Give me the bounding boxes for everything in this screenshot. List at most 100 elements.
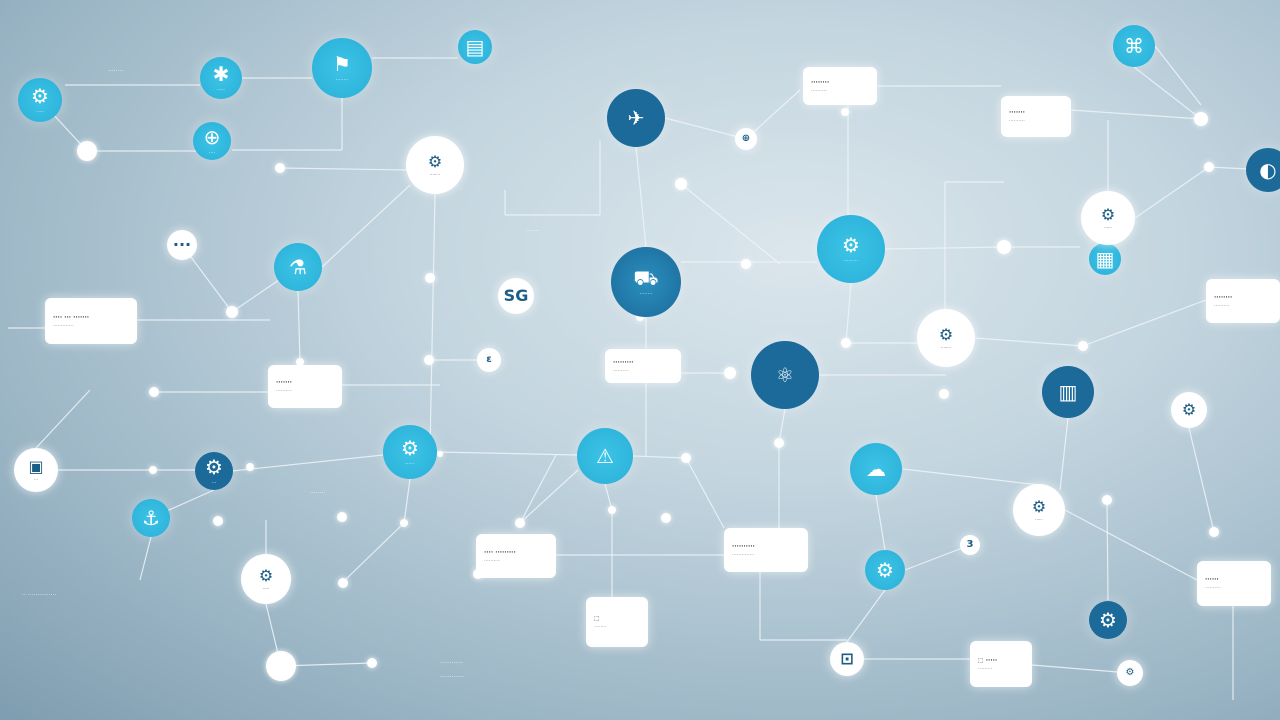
edge — [680, 183, 781, 265]
white-node[interactable]: ⚙······ — [1081, 191, 1135, 245]
white-node[interactable]: ⊕ — [735, 128, 757, 150]
node-icon: ▦ — [1095, 247, 1115, 271]
edge — [139, 536, 152, 581]
white-node[interactable]: ▣··· — [14, 448, 58, 492]
node-icon: ☁ — [866, 457, 886, 481]
network-node[interactable]: ☁ — [850, 443, 902, 495]
white-node[interactable]: ⚙······ — [1013, 484, 1065, 536]
network-node[interactable]: ⚓ — [132, 499, 170, 537]
node-icon: ⚙ — [1181, 400, 1197, 419]
floating-label: ········ — [310, 490, 326, 497]
node-icon: ⚙ — [427, 151, 443, 171]
node-icon: ⚙ — [1125, 667, 1135, 678]
network-node[interactable]: ⛟········ — [611, 247, 681, 317]
edge — [778, 408, 786, 444]
card-title: ⬚ ····· — [978, 656, 998, 664]
network-node[interactable]: ⚑········ — [312, 38, 372, 98]
node-label: ········ — [335, 76, 349, 83]
node-icon: ▥ — [1058, 380, 1078, 404]
edge — [845, 282, 852, 344]
network-node[interactable]: ⊕···· — [193, 122, 231, 160]
node-icon: ⊕ — [741, 133, 751, 144]
white-node[interactable]: ⚙····· — [241, 554, 291, 604]
info-card[interactable]: ················· — [268, 365, 342, 408]
edge — [875, 494, 886, 551]
card-title: ······ — [1205, 576, 1219, 583]
white-node[interactable]: ⚙ — [1171, 392, 1207, 428]
junction-dot — [841, 338, 851, 348]
network-node[interactable]: ⚙··· — [195, 452, 233, 490]
info-card[interactable]: ···· ··················· — [476, 534, 556, 578]
network-node[interactable]: ⚙ — [865, 550, 905, 590]
node-icon: ⊕ — [203, 124, 221, 149]
info-card[interactable]: ·················· — [1206, 279, 1280, 323]
info-card[interactable]: ⬚ ·············· — [970, 641, 1032, 687]
network-node[interactable]: ◐ — [1246, 148, 1280, 192]
node-icon: ⚙ — [258, 565, 274, 585]
node-icon: ⚓ — [142, 506, 160, 530]
network-node[interactable]: ✈ — [607, 89, 665, 147]
card-subtitle: ·············· — [732, 551, 755, 558]
node-icon: ⛟ — [633, 265, 659, 290]
network-node[interactable]: ⚠ — [577, 428, 633, 484]
node-label: ······ — [405, 460, 415, 467]
network-node[interactable]: ▦ — [1089, 243, 1121, 275]
node-icon: ⚙ — [938, 324, 954, 344]
junction-dot — [424, 355, 434, 365]
info-card[interactable]: ··················· — [605, 349, 681, 383]
info-card[interactable]: ························ — [724, 528, 808, 572]
node-icon: ⚙ — [1099, 608, 1117, 632]
info-card[interactable]: ·················· — [803, 67, 877, 105]
edge — [685, 457, 725, 529]
network-node[interactable]: ▥ — [1042, 366, 1094, 418]
white-node[interactable]: ··· — [167, 230, 197, 260]
edge — [745, 89, 801, 140]
node-icon: ✱ — [212, 61, 230, 86]
junction-dot — [608, 506, 616, 514]
network-node[interactable]: ⚙········· — [817, 215, 885, 283]
edge — [321, 184, 411, 268]
white-node[interactable]: ⊡ — [830, 642, 864, 676]
white-node[interactable]: ⚙········ — [406, 136, 464, 194]
network-node[interactable]: ⚗ — [274, 243, 322, 291]
node-label: ····· — [262, 585, 270, 591]
node-icon: ⚙ — [31, 83, 49, 108]
junction-dot — [997, 240, 1011, 254]
card-subtitle: ········ — [594, 623, 607, 630]
white-node[interactable]: 3 — [960, 535, 980, 555]
white-node[interactable]: SG — [498, 278, 534, 314]
network-node[interactable]: ⚙······ — [383, 425, 437, 479]
edge — [1134, 166, 1210, 219]
node-icon: 3 — [966, 539, 974, 550]
network-node[interactable]: ⌘ — [1113, 25, 1155, 67]
info-card[interactable]: ················· — [1001, 96, 1071, 137]
node-icon: ε — [486, 354, 492, 365]
network-node[interactable]: ⚛ — [751, 341, 819, 409]
floating-label: ······· — [526, 228, 540, 235]
edge — [1106, 499, 1109, 601]
network-node[interactable]: ⚙····· — [18, 78, 62, 122]
edge — [1133, 66, 1202, 120]
node-label: ······ — [1104, 224, 1112, 230]
node-icon: ⚙ — [1100, 204, 1116, 224]
edge — [604, 483, 613, 511]
info-card[interactable]: ⬚········ — [586, 597, 648, 647]
white-node[interactable]: ⚙ — [1117, 660, 1143, 686]
card-subtitle: ·········· — [613, 367, 629, 374]
edge — [632, 455, 687, 459]
info-card[interactable]: ···· ··· ···················· — [45, 298, 137, 344]
white-node[interactable]: ε — [477, 348, 501, 372]
node-icon: ▤ — [465, 35, 485, 59]
network-node[interactable]: ⚙ — [1089, 601, 1127, 639]
network-node[interactable]: ▤ — [458, 30, 492, 64]
junction-dot — [275, 163, 285, 173]
card-title: ·········· — [732, 542, 755, 550]
junction-dot — [213, 516, 223, 526]
junction-dot — [741, 259, 751, 269]
floating-label: ············ — [440, 660, 463, 667]
info-card[interactable]: ················ — [1197, 561, 1271, 606]
junction-dot — [681, 453, 691, 463]
white-node[interactable]: ⚙········ — [917, 309, 975, 367]
junction-dot — [246, 463, 254, 471]
network-node[interactable]: ✱····· — [200, 57, 242, 99]
